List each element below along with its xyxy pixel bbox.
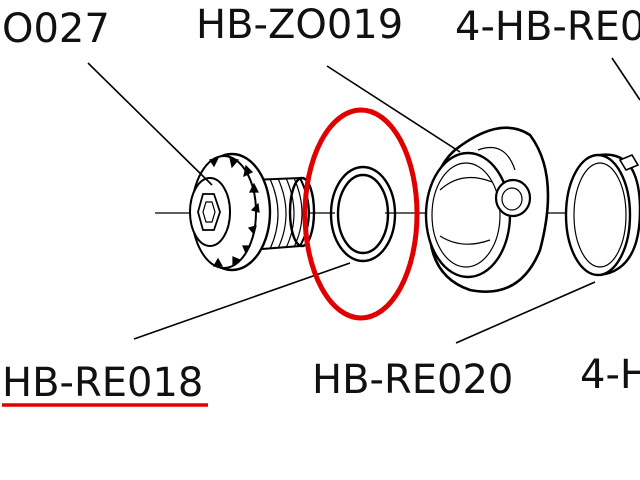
end-cap-part <box>189 152 316 272</box>
label-o027: O027 <box>2 6 110 52</box>
label-4-hb-re0: 4-HB-RE0 <box>455 4 640 50</box>
label-hb-zo019: HB-ZO019 <box>196 2 403 48</box>
label-hb-re020: HB-RE020 <box>312 357 513 403</box>
label-4-h: 4-H <box>580 352 640 398</box>
ring-hb-re018-part <box>329 165 397 263</box>
highlight-circle <box>302 107 420 321</box>
label-hb-re018: HB-RE018 <box>2 360 203 406</box>
leader-lines <box>87 57 640 344</box>
cone-hb-zo019-part <box>424 126 550 293</box>
ring-4-hb-re-part <box>564 153 640 277</box>
